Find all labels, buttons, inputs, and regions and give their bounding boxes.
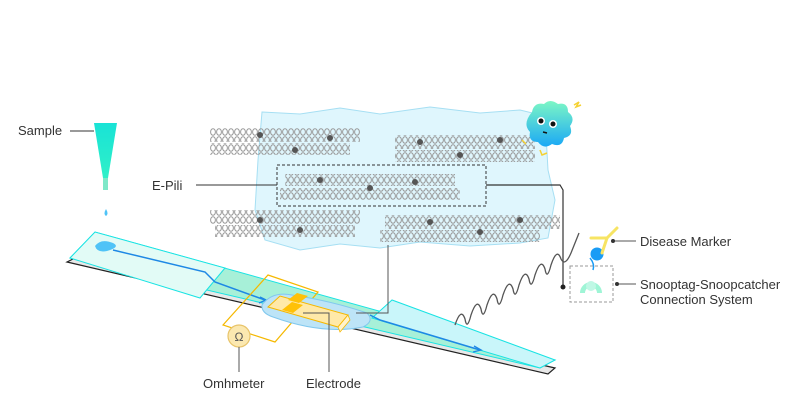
svg-text:Ω: Ω — [235, 330, 244, 344]
label-snooptag-line2: Connection System — [640, 292, 753, 307]
label-electrode: Electrode — [306, 376, 361, 391]
electrode-leader — [303, 312, 330, 372]
label-disease-marker: Disease Marker — [640, 234, 732, 249]
label-omhmeter: Omhmeter — [203, 376, 265, 391]
electrode-assembly — [221, 274, 371, 343]
label-snooptag-line1: Snooptag-Snoopcatcher — [640, 277, 781, 292]
antibody-icon — [589, 226, 619, 255]
label-epili: E-Pili — [152, 178, 183, 193]
pilus-coil — [454, 232, 580, 326]
ohmmeter-icon: Ω — [227, 324, 251, 348]
snooptag-box — [569, 265, 614, 303]
epili-to-coil-leader — [486, 184, 564, 287]
strip-to-biofilm-leader — [356, 245, 389, 314]
pipette-icon — [94, 123, 117, 190]
disease-marker-ball-icon — [590, 247, 604, 261]
biofilm-panel — [210, 106, 560, 251]
snoopcatcher-icon — [580, 282, 602, 293]
label-sample: Sample — [18, 123, 63, 138]
microbe-mascot-icon — [521, 101, 582, 156]
sample-drop-icon — [104, 209, 108, 216]
